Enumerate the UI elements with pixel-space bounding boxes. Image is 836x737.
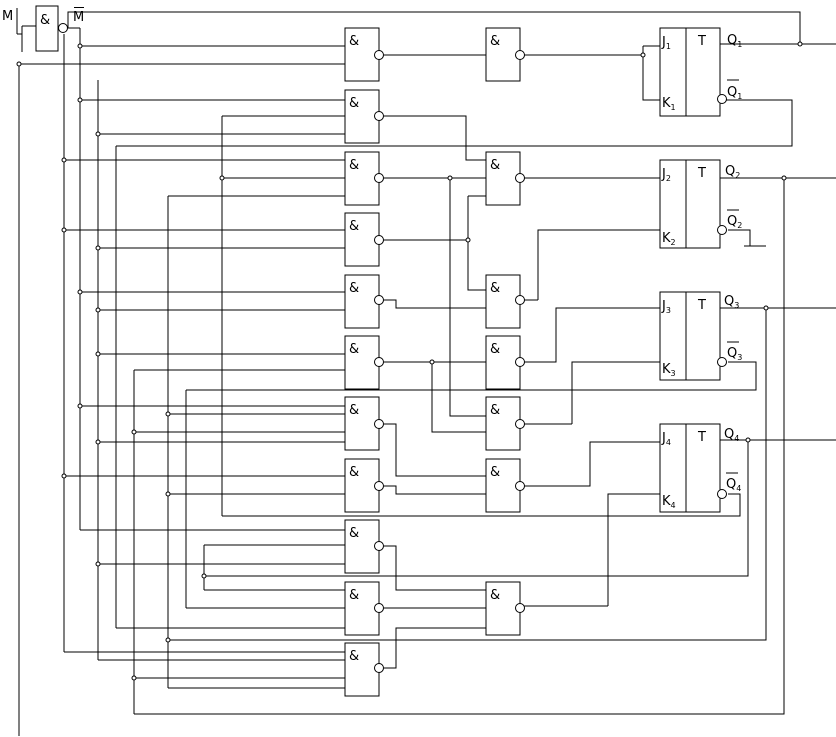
nand-gate: & xyxy=(485,396,525,451)
svg-text:&: & xyxy=(490,34,500,49)
svg-text:Q3: Q3 xyxy=(724,294,739,310)
nand-gate: & xyxy=(344,335,384,390)
svg-text:Q2: Q2 xyxy=(725,164,740,180)
svg-text:&: & xyxy=(490,158,500,173)
svg-text:&: & xyxy=(349,588,359,603)
svg-text:&: & xyxy=(490,588,500,603)
m-bar-output: M xyxy=(73,7,84,25)
svg-text:J3: J3 xyxy=(661,299,671,315)
svg-text:K3: K3 xyxy=(662,362,676,378)
svg-text:Q1: Q1 xyxy=(727,85,742,101)
nand-gate: & xyxy=(485,581,525,636)
svg-text:&: & xyxy=(349,649,359,664)
svg-text:J4: J4 xyxy=(661,431,671,447)
svg-text:K4: K4 xyxy=(662,494,676,510)
jk-flipflop-3: J3 K3 T Q3 Q3 xyxy=(659,291,742,381)
junctions xyxy=(16,41,803,681)
svg-text:J1: J1 xyxy=(661,35,671,51)
nand-gate: & xyxy=(344,27,384,82)
svg-text:Q2: Q2 xyxy=(727,214,742,230)
svg-text:&: & xyxy=(349,219,359,234)
nand-gate: & xyxy=(344,581,384,636)
svg-text:&: & xyxy=(490,342,500,357)
svg-text:&: & xyxy=(349,96,359,111)
nand-gate: & xyxy=(344,396,384,451)
m-input-label: M xyxy=(2,9,13,24)
nand-gate: & xyxy=(344,274,384,329)
svg-text:&: & xyxy=(349,158,359,173)
svg-text:K1: K1 xyxy=(662,96,676,112)
svg-text:T: T xyxy=(697,430,706,445)
nand-gate: & xyxy=(485,458,525,513)
svg-text:&: & xyxy=(349,465,359,480)
svg-text:T: T xyxy=(697,34,706,49)
svg-text:Q3: Q3 xyxy=(727,346,742,362)
nand-gate: & xyxy=(485,151,525,206)
nand-gate: & xyxy=(344,642,384,697)
svg-text:J2: J2 xyxy=(661,167,671,183)
svg-text:&: & xyxy=(349,526,359,541)
nand-gate: & xyxy=(344,458,384,513)
svg-text:&: & xyxy=(349,403,359,418)
nand-gate: & xyxy=(344,151,384,206)
svg-text:T: T xyxy=(697,166,706,181)
inverter-gate: & xyxy=(35,5,68,52)
svg-text:&: & xyxy=(490,403,500,418)
svg-text:&: & xyxy=(490,465,500,480)
svg-text:Q4: Q4 xyxy=(726,477,741,493)
nand-gate: & xyxy=(485,335,525,390)
jk-flipflop-4: J4 K4 T Q4 Q4 xyxy=(659,423,741,513)
svg-text:&: & xyxy=(349,281,359,296)
svg-text:&: & xyxy=(349,34,359,49)
svg-text:T: T xyxy=(697,298,706,313)
nand-gate: & xyxy=(344,519,384,574)
svg-text:&: & xyxy=(349,342,359,357)
nand-gate: & xyxy=(485,27,525,82)
jk-flipflop-2: J2 K2 T Q2 Q2 xyxy=(659,159,742,249)
wiring xyxy=(19,11,836,715)
svg-text:K2: K2 xyxy=(662,231,676,247)
m-bar-label: M xyxy=(73,10,84,25)
gate-symbol: & xyxy=(40,13,50,28)
svg-text:Q4: Q4 xyxy=(724,427,739,443)
svg-text:Q1: Q1 xyxy=(727,33,742,49)
m-input: M xyxy=(2,8,36,736)
svg-text:&: & xyxy=(490,281,500,296)
nand-gate: & xyxy=(344,212,384,267)
nand-gate: & xyxy=(485,274,525,329)
nand-gate: & xyxy=(344,89,384,144)
jk-flipflop-1: J1 K1 T Q1 Q1 xyxy=(659,27,742,117)
